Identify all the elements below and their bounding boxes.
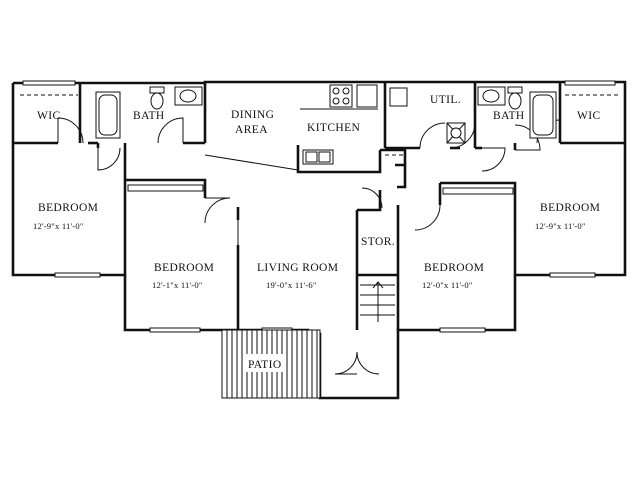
bedroom-left-dims: 12'-1"x 11'-0"	[152, 280, 203, 290]
patio-deck	[221, 329, 321, 399]
bedroom-far-right-dims: 12'-9"x 11'-0"	[535, 221, 586, 231]
util-label: UTIL.	[430, 94, 461, 106]
dining-label-line1: DINING	[231, 109, 274, 121]
bedroom-far-left-dims: 12'-9"x 11'-0"	[33, 221, 84, 231]
wic-left-label: WIC	[37, 110, 61, 122]
bedroom-right-dims: 12'-0"x 11'-0"	[422, 280, 473, 290]
bedroom-right-label: BEDROOM	[424, 262, 484, 274]
bedroom-left-label: BEDROOM	[154, 262, 214, 274]
storage-label: STOR.	[361, 236, 395, 248]
outer-walls	[11, 80, 627, 400]
living-room-label: LIVING ROOM	[257, 262, 338, 274]
patio-label: PATIO	[248, 359, 282, 371]
dining-label-line2: AREA	[235, 124, 268, 136]
windows	[22, 80, 616, 333]
interior-walls	[13, 82, 625, 330]
bedroom-far-right-label: BEDROOM	[540, 202, 600, 214]
kitchen-label: KITCHEN	[307, 122, 361, 134]
wic-right-label: WIC	[577, 110, 601, 122]
bath-right-label: BATH	[493, 110, 525, 122]
living-room-dims: 19'-0"x 11'-6"	[266, 280, 317, 290]
bath-left-label: BATH	[133, 110, 165, 122]
bedroom-far-left-label: BEDROOM	[38, 202, 98, 214]
fixtures	[20, 84, 620, 322]
